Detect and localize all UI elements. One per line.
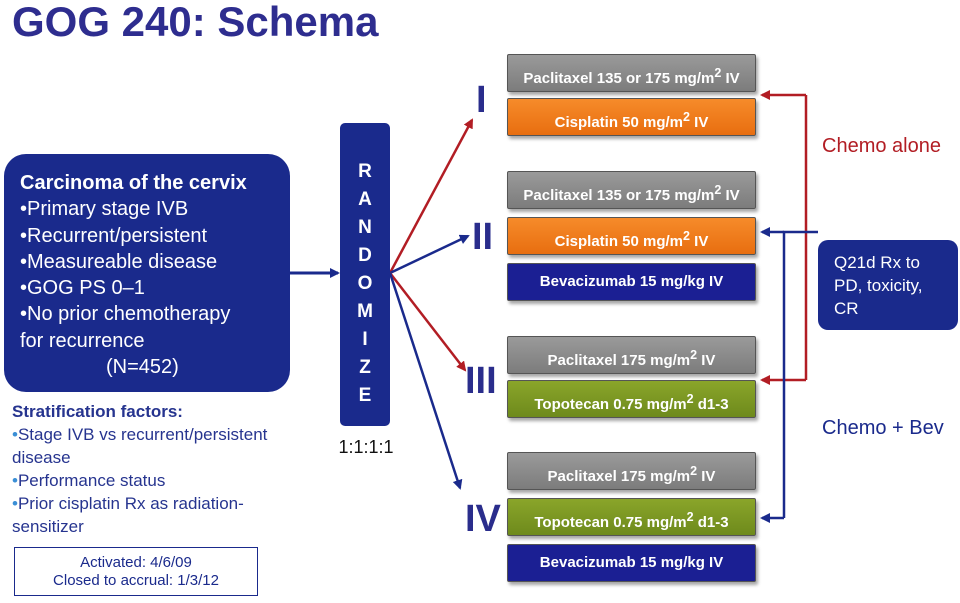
chemo-bev-label: Chemo + Bev <box>822 417 944 439</box>
closed-date: Closed to accrual: 1/3/12 <box>53 572 219 589</box>
bracket-chemo-bev <box>782 230 818 518</box>
drug-box: Paclitaxel 135 or 175 mg/m2 IV <box>507 54 756 92</box>
drug-box: Paclitaxel 175 mg/m2 IV <box>507 452 756 490</box>
randomize-letter: A <box>358 189 372 210</box>
stratification-factors: Stratification factors: •Stage IVB vs re… <box>12 400 332 538</box>
eligibility-item: •Recurrent/persistent <box>20 224 208 247</box>
arm-label-4: IV <box>465 498 501 540</box>
drug-box: Topotecan 0.75 mg/m2 d1-3 <box>507 498 756 536</box>
randomization-ratio: 1:1:1:1 <box>338 437 394 457</box>
eligibility-heading: Carcinoma of the cervix <box>20 172 247 194</box>
randomize-letter: M <box>357 301 373 322</box>
drug-box: Cisplatin 50 mg/m2 IV <box>507 217 756 255</box>
drug-box: Cisplatin 50 mg/m2 IV <box>507 98 756 136</box>
schedule-line: CR <box>834 299 859 318</box>
schedule-box: Q21d Rx to PD, toxicity, CR <box>818 240 958 330</box>
eligibility-box: Carcinoma of the cervix •Primary stage I… <box>4 154 290 392</box>
stratification-item: •Prior cisplatin Rx as radiation- <box>12 494 244 513</box>
activated-date: Activated: 4/6/09 <box>80 554 192 571</box>
randomize-letter: Z <box>359 357 371 378</box>
study-dates-box: Activated: 4/6/09 Closed to accrual: 1/3… <box>14 547 258 596</box>
randomize-letter: R <box>358 161 372 182</box>
randomize-letter: D <box>358 245 372 266</box>
eligibility-item: •GOG PS 0–1 <box>20 277 145 300</box>
eligibility-item: •No prior chemotherapy <box>20 303 231 326</box>
drug-box: Topotecan 0.75 mg/m2 d1-3 <box>507 380 756 418</box>
randomize-letter: I <box>362 329 368 350</box>
randomize-letter: O <box>357 273 373 294</box>
arrow-arm-2 <box>389 234 470 275</box>
arrow-arm-3 <box>389 272 467 372</box>
stratification-item-cont: sensitizer <box>12 517 84 536</box>
eligibility-item: •Measureable disease <box>20 250 218 273</box>
stratification-item-cont: disease <box>12 448 71 467</box>
eligibility-continuation: for recurrence <box>20 329 145 352</box>
sample-size: (N=452) <box>106 356 179 379</box>
arrow-arm-1 <box>388 118 474 274</box>
stratification-item: •Performance status <box>12 471 166 490</box>
page-title: GOG 240: Schema <box>12 0 379 45</box>
stratification-item: •Stage IVB vs recurrent/persistent <box>12 425 268 444</box>
randomize-bar: R A N D O M I Z E <box>340 123 390 426</box>
arm-label-2: II <box>472 216 494 258</box>
drug-box: Bevacizumab 15 mg/kg IV <box>507 544 756 582</box>
arm-label-3: III <box>465 360 497 402</box>
chemo-alone-label: Chemo alone <box>822 135 941 157</box>
randomize-letter: N <box>358 217 372 238</box>
eligibility-item: •Primary stage IVB <box>20 198 189 221</box>
arm-label-1: I <box>476 79 487 121</box>
arrow-arm-4 <box>388 272 463 490</box>
drug-box: Paclitaxel 175 mg/m2 IV <box>507 336 756 374</box>
schedule-line: Q21d Rx to <box>834 253 920 272</box>
stratification-heading: Stratification factors: <box>12 402 183 421</box>
schedule-line: PD, toxicity, <box>834 276 923 295</box>
drug-box: Paclitaxel 135 or 175 mg/m2 IV <box>507 171 756 209</box>
randomize-letter: E <box>358 385 372 406</box>
drug-box: Bevacizumab 15 mg/kg IV <box>507 263 756 301</box>
